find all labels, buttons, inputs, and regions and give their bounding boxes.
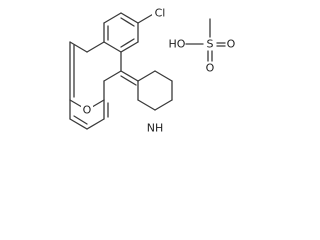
bond-inner xyxy=(120,38,135,48)
bond xyxy=(137,99,156,111)
bond xyxy=(86,41,105,53)
bond-inner xyxy=(73,115,88,125)
bond xyxy=(86,118,105,130)
bond xyxy=(137,70,156,82)
bond-inner xyxy=(120,17,135,27)
bond xyxy=(120,12,139,24)
methanesulfonic-acid-bonds xyxy=(185,18,226,62)
bond xyxy=(103,70,122,82)
sulfonyl-oxygen-top-label: O xyxy=(227,38,236,51)
bond-exocyclic-inner xyxy=(120,75,137,86)
sulfur-label: S xyxy=(207,38,214,51)
atom-labels: Cl O NH HO S O O xyxy=(81,6,236,135)
bond xyxy=(154,70,173,82)
bond-exocyclic xyxy=(120,70,139,82)
lower-benzene-bonds xyxy=(69,99,109,130)
label-bg xyxy=(152,6,168,20)
bond xyxy=(120,41,139,53)
bond xyxy=(154,99,173,111)
sulfonyl-oxygen-bottom-label: O xyxy=(206,62,215,75)
xanthene-core-bonds xyxy=(69,12,156,111)
piperidine-nitrogen-label: NH xyxy=(147,122,164,135)
piperidine-bonds xyxy=(137,70,173,111)
chlorine-label: Cl xyxy=(155,7,166,20)
ring-oxygen-label: O xyxy=(83,104,92,117)
hydroxyl-label: HO xyxy=(169,38,186,51)
bond xyxy=(69,118,88,130)
label-bg xyxy=(81,104,93,117)
bond xyxy=(103,41,122,53)
bond xyxy=(103,12,122,24)
label-bg xyxy=(144,121,166,135)
bond xyxy=(69,41,88,53)
structure-diagram: Cl O NH HO S O O xyxy=(69,6,236,135)
